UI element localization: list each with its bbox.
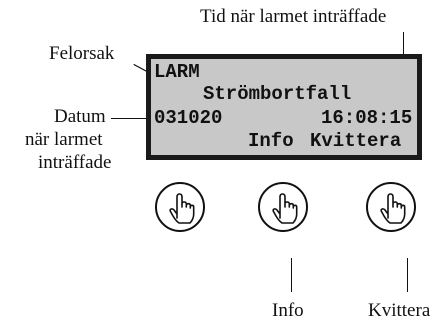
display-alarm-header: LARM (154, 61, 200, 83)
info-leader-line (291, 258, 292, 292)
acknowledge-leader-line (407, 258, 408, 292)
display-fault-cause: Strömbortfall (203, 83, 352, 105)
display-softkey-ack: Kvittera (310, 130, 402, 152)
pointing-hand-icon (380, 193, 406, 224)
time-callout-label: Tid när larmet inträffade (200, 6, 387, 27)
cause-callout-label: Felorsak (49, 43, 115, 64)
info-callout-label: Info (272, 300, 304, 321)
date-callout-label-line1: Datum (54, 106, 106, 127)
display-time: 16:08:15 (321, 107, 413, 129)
acknowledge-callout-label: Kvittera (368, 300, 431, 321)
date-leader-line (111, 118, 147, 119)
pointing-hand-icon (169, 193, 195, 224)
lcd-display: LARM Strömbortfall 031020 16:08:15 Info … (146, 54, 422, 160)
pointing-hand-icon (272, 193, 298, 224)
info-button[interactable] (258, 182, 308, 232)
display-date: 031020 (154, 107, 223, 129)
left-button[interactable] (155, 182, 205, 232)
display-softkey-info: Info (248, 130, 294, 152)
date-callout-label-line3: inträffade (38, 152, 112, 173)
acknowledge-button[interactable] (366, 182, 416, 232)
date-callout-label-line2: när larmet (25, 129, 103, 150)
